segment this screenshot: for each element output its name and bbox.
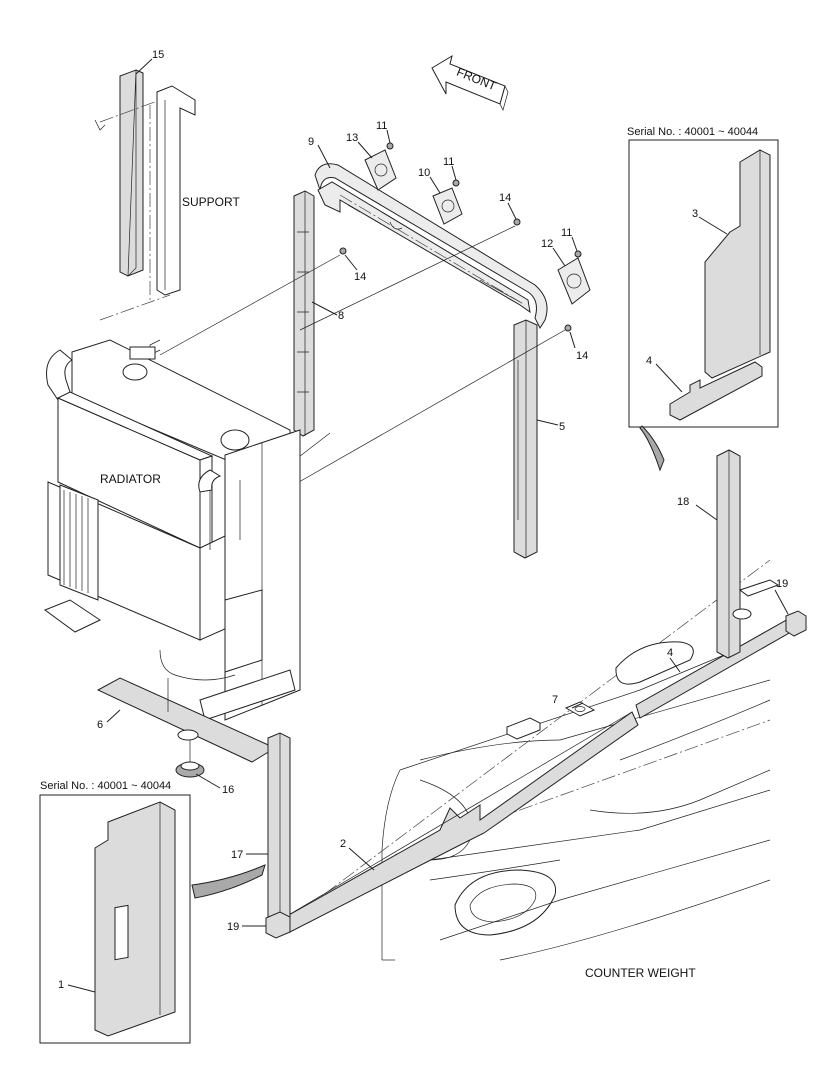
callout-19b: 19 xyxy=(227,921,239,933)
callout-19a: 19 xyxy=(776,578,788,590)
callout-14c: 14 xyxy=(576,350,588,362)
callout-10: 10 xyxy=(418,167,430,179)
top-bracket-part xyxy=(314,163,548,330)
plate-6 xyxy=(96,677,277,763)
serial-bottom-label: Serial No. : 40001 ~ 40044 xyxy=(40,780,171,792)
callout-18: 18 xyxy=(677,496,689,508)
callout-7: 7 xyxy=(552,694,558,706)
inset-top xyxy=(628,139,779,472)
serial-top-label: Serial No. : 40001 ~ 40044 xyxy=(627,126,758,138)
callout-13: 13 xyxy=(346,132,358,144)
callout-9: 9 xyxy=(308,136,314,148)
callout-12: 12 xyxy=(541,238,553,250)
radiator-assembly xyxy=(43,339,301,721)
support-part xyxy=(94,69,196,321)
callout-15: 15 xyxy=(152,49,164,61)
plate-10 xyxy=(432,187,463,225)
left-rail-part xyxy=(293,190,315,437)
callout-16: 16 xyxy=(222,784,234,796)
seal-16 xyxy=(175,740,205,778)
callout-4a: 4 xyxy=(646,355,652,367)
plate-12 xyxy=(557,257,591,305)
bolts xyxy=(339,142,582,332)
plate-13 xyxy=(364,149,397,191)
post-17 xyxy=(267,732,291,925)
blocks-19 xyxy=(265,579,807,939)
callout-14a: 14 xyxy=(499,192,511,204)
callout-8: 8 xyxy=(338,310,344,322)
callout-5: 5 xyxy=(559,421,565,433)
callout-6: 6 xyxy=(97,719,103,731)
plate-4-counterweight xyxy=(615,641,694,685)
callout-14b: 14 xyxy=(354,271,366,283)
assembly-lines xyxy=(159,225,566,491)
radiator-label: RADIATOR xyxy=(100,472,161,486)
counter-weight-body xyxy=(289,559,771,961)
callout-11a: 11 xyxy=(376,120,387,132)
callout-2: 2 xyxy=(340,838,346,850)
callout-3: 3 xyxy=(692,208,698,220)
right-rail-part xyxy=(513,319,538,559)
support-label: SUPPORT xyxy=(182,195,240,209)
callout-17: 17 xyxy=(231,849,243,861)
callout-1: 1 xyxy=(58,979,64,991)
callout-numbers: 15 9 13 11 10 11 14 11 12 14 8 14 5 3 4 … xyxy=(58,49,788,991)
block-7 xyxy=(506,701,596,740)
front-arrow: FRONT xyxy=(431,54,509,111)
callout-11c: 11 xyxy=(561,227,572,239)
callout-11b: 11 xyxy=(443,156,454,168)
leader-lines xyxy=(67,58,789,993)
post-18 xyxy=(716,449,741,659)
inset-bottom xyxy=(39,794,266,1044)
counter-weight-label: COUNTER WEIGHT xyxy=(585,966,696,980)
callout-4b: 4 xyxy=(667,647,673,659)
